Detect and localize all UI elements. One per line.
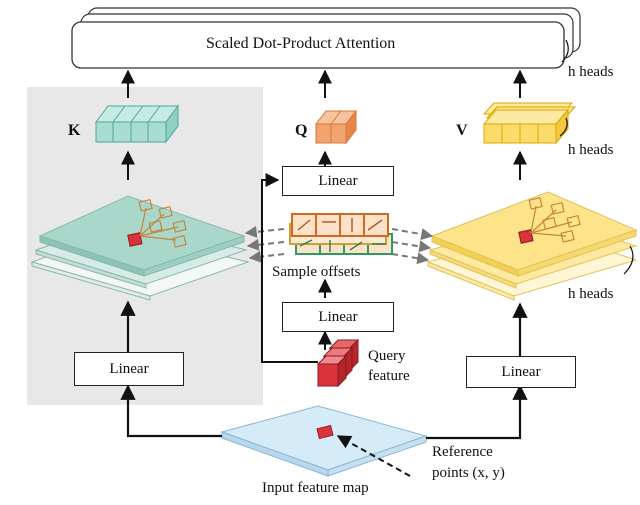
feature-to-linear-k — [120, 384, 222, 438]
linear-k-box: Linear — [74, 352, 184, 386]
query-feature-cube — [316, 338, 360, 388]
attention-title: Scaled Dot-Product Attention — [206, 35, 396, 52]
query-tensor — [314, 109, 358, 145]
value-sampling-pattern — [518, 196, 581, 244]
feature-to-linear-v — [426, 384, 528, 440]
reference-point-arrow — [336, 435, 411, 477]
q-label: Q — [295, 122, 308, 139]
attention-box — [71, 21, 565, 69]
feature-map-label: Input feature map — [262, 480, 369, 496]
linear-offsets-box: Linear — [282, 302, 394, 332]
v-heads-note: h heads — [568, 142, 614, 158]
linear-v-box: Linear — [466, 356, 576, 388]
query-skip-connection — [261, 173, 318, 363]
sample-offsets-label: Sample offsets — [272, 264, 361, 280]
value-feature-stack — [426, 191, 638, 301]
key-tensor — [95, 104, 179, 144]
query-feature-label-line1: Query — [368, 348, 406, 364]
sampling-dashed-lines — [244, 225, 434, 265]
reference-label-line2: points (x, y) — [432, 465, 505, 481]
v-label: V — [456, 122, 468, 139]
input-feature-map-plane — [220, 405, 428, 477]
sampling-heads-note: h heads — [568, 286, 614, 302]
attention-heads-note: h heads — [568, 64, 614, 80]
key-sampling-pattern — [127, 198, 187, 248]
attention-stack — [71, 7, 581, 69]
query-feature-label-line2: feature — [368, 368, 410, 384]
value-tensor — [482, 102, 577, 145]
sample-offsets-grid — [289, 213, 393, 255]
key-feature-stack — [30, 195, 250, 301]
reference-label-line1: Reference — [432, 444, 493, 460]
k-label: K — [68, 122, 81, 139]
linear-q-box: Linear — [282, 166, 394, 196]
